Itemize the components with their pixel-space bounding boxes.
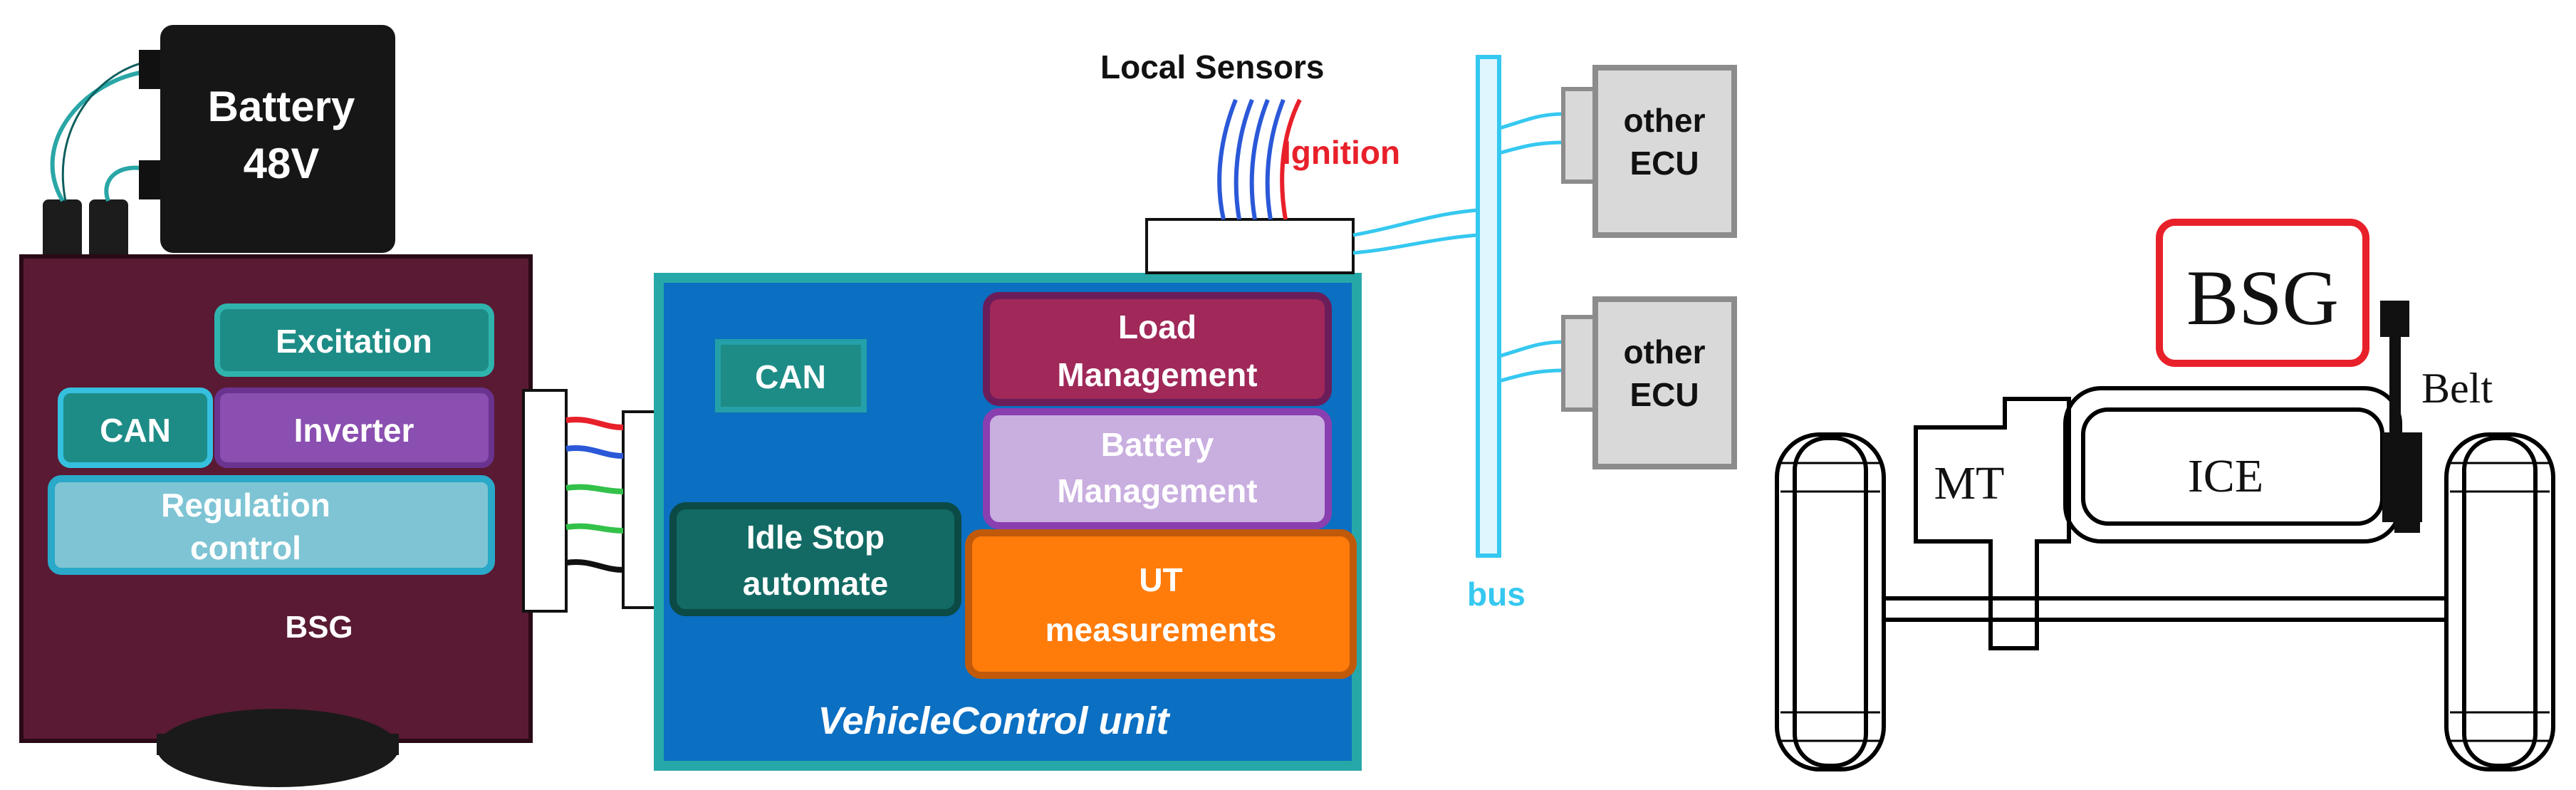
vcu-title: VehicleControl unit bbox=[818, 700, 1170, 742]
ice-label: ICE bbox=[2188, 450, 2263, 502]
inverter-label: Inverter bbox=[294, 412, 414, 449]
load-label-2: Management bbox=[1057, 356, 1257, 393]
ut-measurements-box bbox=[965, 529, 1357, 679]
ut-label-1: UT bbox=[1139, 561, 1182, 598]
bsg-highlight-box bbox=[2156, 219, 2369, 367]
ut-label-2: measurements bbox=[1045, 611, 1277, 648]
battery-voltage: 48V bbox=[244, 140, 320, 187]
bsg-module-label: BSG bbox=[285, 610, 353, 645]
vcu-header-connector bbox=[1145, 218, 1355, 274]
right-wheel bbox=[2444, 432, 2555, 771]
excitation-box bbox=[214, 303, 494, 377]
local-sensors-label: Local Sensors bbox=[1100, 48, 1324, 85]
belt-pulley bbox=[2382, 432, 2422, 522]
regulation-label-1: Regulation bbox=[161, 487, 330, 524]
ecu2-label-1: other bbox=[1624, 333, 1706, 370]
can-bus: bus other ECU other ECU bbox=[1352, 55, 1737, 613]
load-management-box bbox=[983, 292, 1332, 406]
battery-block: Battery 48V bbox=[139, 25, 395, 253]
battery-mgmt-label-2: Management bbox=[1057, 472, 1257, 509]
bsg-module: Battery 48V Excitation CAN Inverter Regu… bbox=[19, 25, 533, 787]
mt-label: MT bbox=[1934, 457, 2005, 509]
load-label-1: Load bbox=[1118, 308, 1196, 345]
other-ecu-2: other ECU bbox=[1561, 296, 1737, 469]
left-wheel bbox=[1775, 432, 1886, 771]
inverter-box bbox=[214, 388, 494, 468]
regulation-label-2: control bbox=[190, 529, 301, 566]
bus-bar bbox=[1476, 55, 1501, 558]
vcu-can-box bbox=[715, 339, 867, 412]
vehicle-control-unit: CAN Load Management Battery Management I… bbox=[654, 273, 1362, 771]
belt-label: Belt bbox=[2421, 365, 2493, 412]
ecu1-label-2: ECU bbox=[1629, 145, 1699, 182]
drivetrain-schematic: BSG ICE MT bbox=[1775, 219, 2555, 771]
mt-block bbox=[1914, 397, 2071, 650]
idle-label-1: Idle Stop bbox=[746, 519, 885, 556]
idle-stop-box bbox=[669, 502, 961, 616]
sensor-inputs: Local Sensors Ignition bbox=[1100, 48, 1400, 274]
bsg-can-box bbox=[58, 388, 213, 468]
battery-mgmt-label-1: Battery bbox=[1101, 426, 1214, 463]
bsg-vcu-connector bbox=[522, 389, 660, 613]
idle-label-2: automate bbox=[743, 565, 888, 602]
vcu-can-label: CAN bbox=[755, 358, 826, 395]
excitation-label: Excitation bbox=[276, 323, 432, 360]
other-ecu-1: other ECU bbox=[1561, 65, 1737, 238]
bus-label: bus bbox=[1467, 576, 1526, 613]
bsg-can-label: CAN bbox=[100, 412, 171, 449]
bsg-drivetrain-label: BSG bbox=[2186, 254, 2339, 341]
ignition-label: Ignition bbox=[1282, 134, 1400, 171]
battery-label: Battery bbox=[208, 83, 355, 130]
ecu2-label-2: ECU bbox=[1629, 376, 1699, 413]
regulation-box bbox=[48, 475, 495, 575]
battery-management-box bbox=[983, 408, 1332, 529]
ecu1-label-1: other bbox=[1624, 102, 1706, 139]
belt-line bbox=[2389, 326, 2401, 444]
